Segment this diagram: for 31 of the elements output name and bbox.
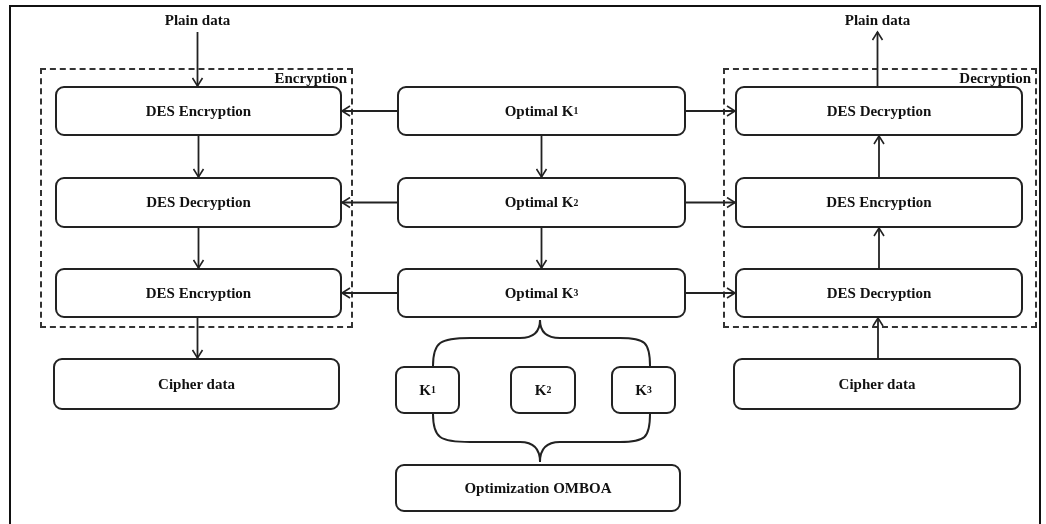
process-box: DES Encryption	[55, 86, 342, 136]
process-box: DES Encryption	[55, 268, 342, 318]
arrow	[873, 227, 885, 269]
arrow	[685, 105, 736, 117]
process-box: DES Decryption	[735, 268, 1023, 318]
process-box: Optimization OMBOA	[395, 464, 681, 512]
dashed-group	[40, 68, 353, 328]
group-label: Encryption	[274, 70, 347, 86]
arrow	[192, 227, 205, 269]
process-box: DES Encryption	[735, 177, 1023, 228]
arrow	[192, 135, 205, 178]
dashed-group	[723, 68, 1037, 328]
arrow	[341, 105, 398, 117]
arrow	[873, 135, 885, 178]
arrow	[872, 317, 884, 359]
group-label: Decryption	[959, 70, 1031, 86]
arrow	[191, 317, 204, 359]
arrow	[871, 31, 884, 87]
process-box: Cipher data	[733, 358, 1021, 410]
arrow	[341, 196, 398, 209]
process-box: Cipher data	[53, 358, 340, 410]
text-label: Plain data	[830, 8, 925, 32]
process-box: DES Decryption	[735, 86, 1023, 136]
arrow	[535, 135, 548, 178]
arrow	[191, 31, 204, 87]
arrow	[341, 287, 398, 299]
text-label: Plain data	[150, 8, 245, 32]
process-box: DES Decryption	[55, 177, 342, 228]
arrow	[535, 227, 548, 269]
arrow	[685, 287, 736, 299]
arrow	[685, 196, 736, 209]
